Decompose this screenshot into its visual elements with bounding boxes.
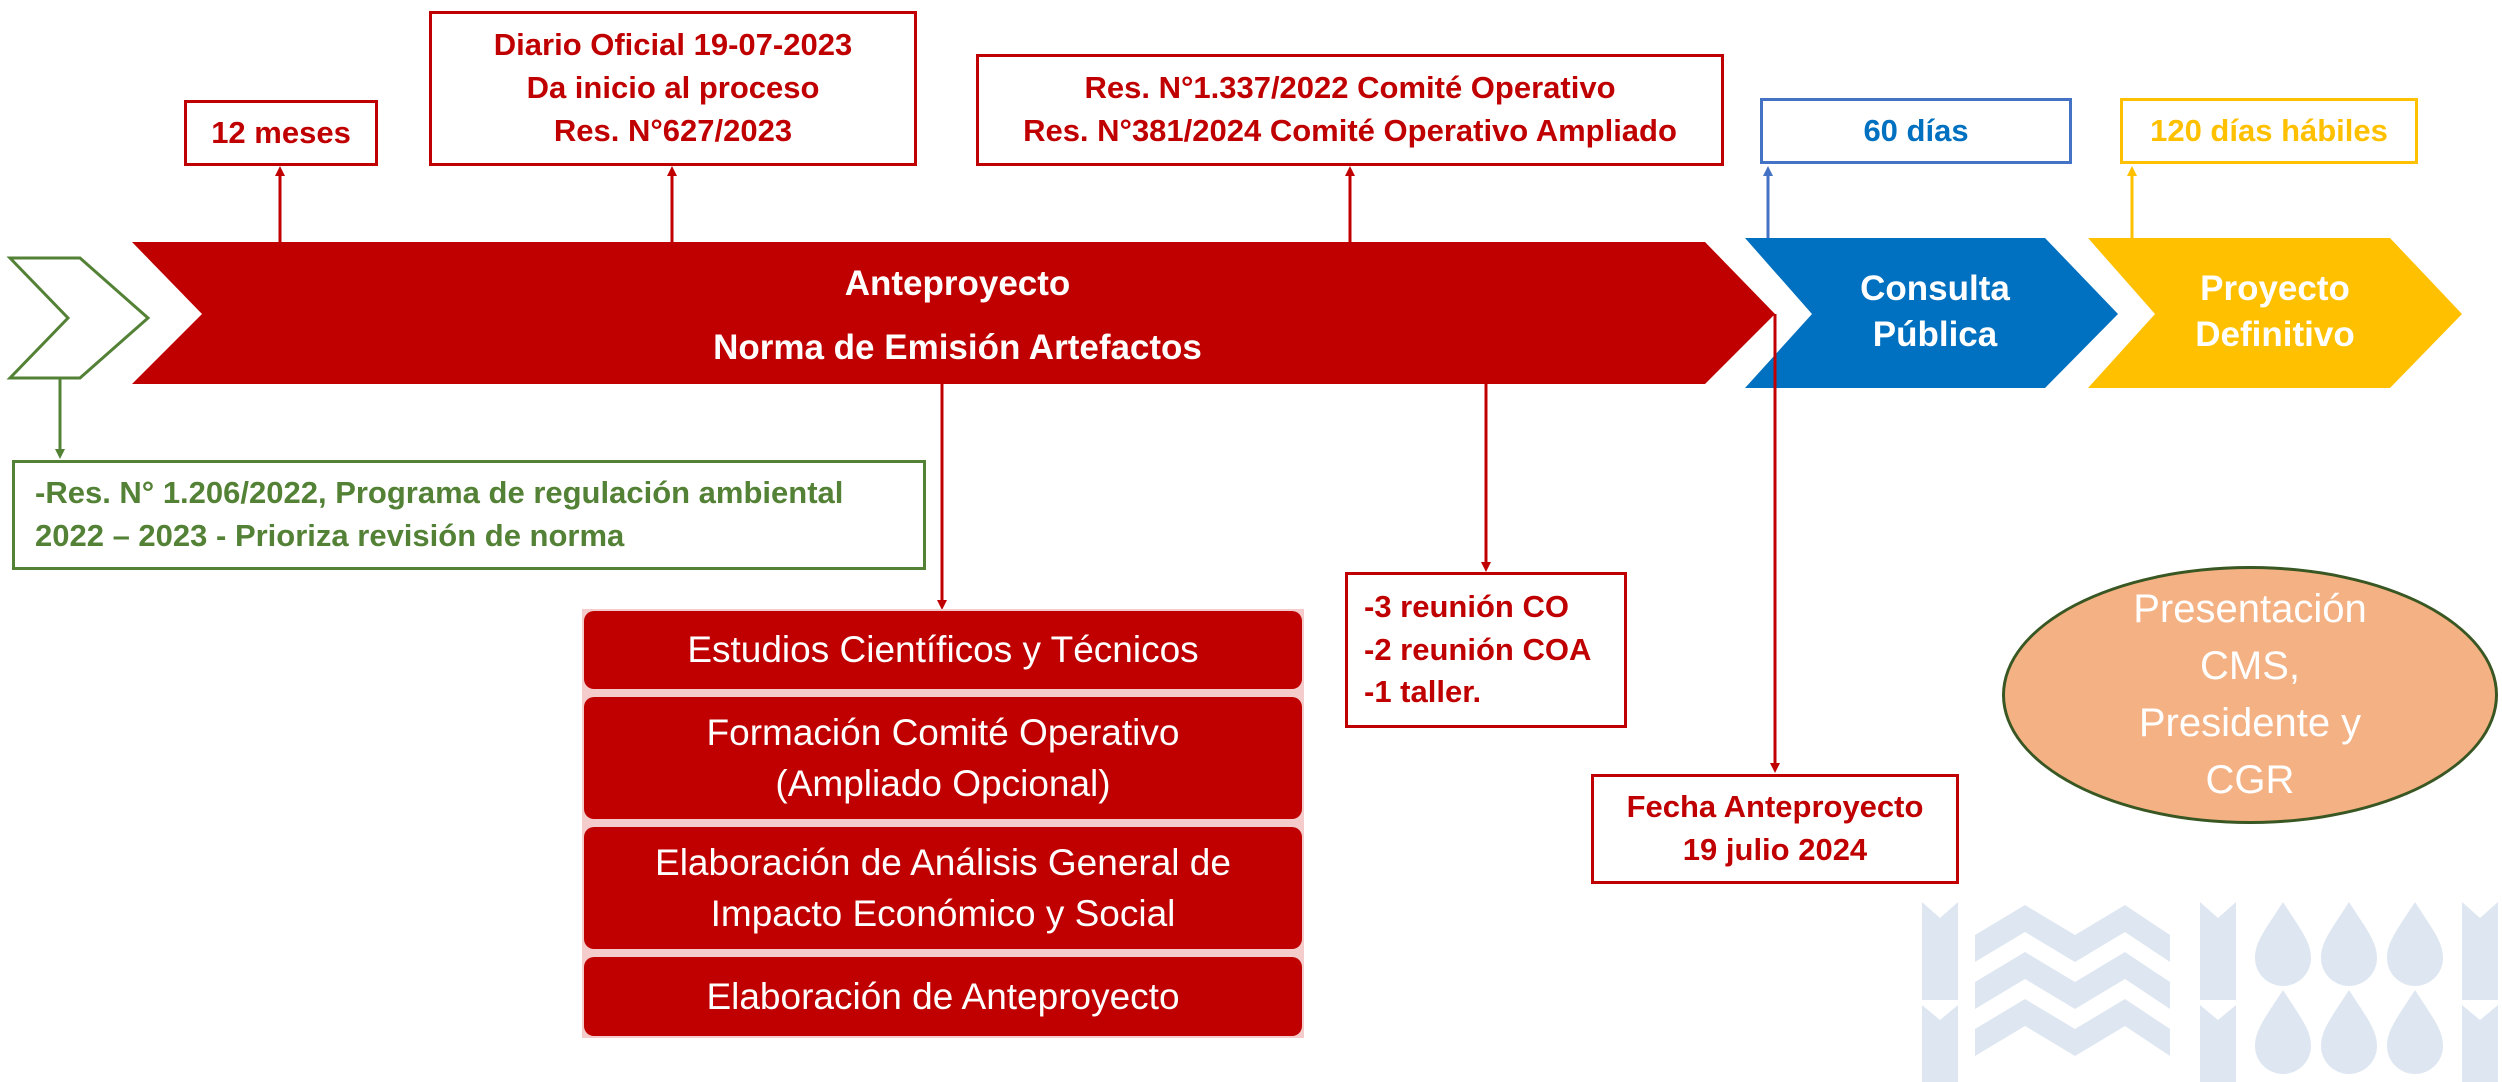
box-12-meses: 12 meses: [184, 100, 378, 166]
diario-line-1: Diario Oficial 19-07-2023: [493, 27, 853, 63]
presentacion-line-3: Presidente y: [2138, 701, 2362, 745]
box-meetings: -3 reunión CO -2 reunión COA -1 taller.: [1345, 572, 1627, 728]
step-elaboracion: Elaboración de Anteproyecto: [584, 957, 1302, 1036]
presentacion-line-1: Presentación: [2133, 587, 2367, 632]
box-12-meses-text: 12 meses: [211, 114, 351, 150]
step-estudios: Estudios Científicos y Técnicos: [584, 611, 1302, 689]
program-line-1: -Res. N° 1.206/2022, Programa de regulac…: [35, 475, 844, 511]
step-formacion-line-1: Formación Comité Operativo: [706, 711, 1180, 753]
meetings-line-3: -1 taller.: [1364, 674, 1482, 710]
meetings-line-2: -2 reunión COA: [1364, 631, 1592, 667]
start-chevron: [6, 256, 151, 380]
step-analisis: Elaboración de Análisis General de Impac…: [584, 827, 1302, 949]
consulta-line-1: Consulta: [1860, 269, 2010, 308]
res-comite-line-2: Res. N°381/2024 Comité Operativo Ampliad…: [1023, 113, 1677, 148]
step-estudios-text: Estudios Científicos y Técnicos: [687, 629, 1199, 671]
step-elaboracion-text: Elaboración de Anteproyecto: [706, 975, 1180, 1017]
proyecto-arrow-shape: [2088, 238, 2462, 388]
fecha-line-1: Fecha Anteproyecto: [1626, 789, 1924, 825]
consulta-line-2: Pública: [1872, 315, 1998, 354]
main-arrow-label: Anteproyecto Norma de Emisión Artefactos: [590, 252, 1325, 380]
box-120-dias-text: 120 días hábiles: [2150, 112, 2388, 148]
presentacion-line-2: CMS,: [2200, 644, 2300, 689]
program-line-2: 2022 – 2023 - Prioriza revisión de norma: [35, 518, 625, 553]
box-program: -Res. N° 1.206/2022, Programa de regulac…: [12, 460, 926, 570]
presentacion-line-4: CGR: [2205, 757, 2295, 802]
diario-line-3: Res. N°627/2023: [553, 112, 793, 148]
presentacion-ellipse: Presentación CMS, Presidente y CGR: [2002, 566, 2498, 824]
fecha-line-2: 19 julio 2024: [1682, 832, 1868, 867]
res-comite-line-1: Res. N°1.337/2022 Comité Operativo: [1084, 70, 1616, 106]
diario-line-2: Da inicio al proceso: [526, 70, 820, 106]
box-60-dias-text: 60 días: [1863, 112, 1969, 148]
proyecto-line-1: Proyecto: [2200, 269, 2350, 308]
meetings-line-1: -3 reunión CO: [1364, 588, 1569, 624]
step-analisis-line-1: Elaboración de Análisis General de: [655, 841, 1231, 883]
step-analisis-line-2: Impacto Económico y Social: [710, 893, 1176, 934]
consulta-arrow-shape: [1745, 238, 2118, 388]
main-arrow-line-2: Norma de Emisión Artefactos: [713, 328, 1202, 367]
main-arrow-line-1: Anteproyecto: [844, 264, 1071, 303]
logo-watermark: [1922, 902, 2498, 1082]
box-diario-oficial: Diario Oficial 19-07-2023 Da inicio al p…: [429, 11, 917, 166]
box-60-dias: 60 días: [1760, 98, 2072, 164]
proyecto-line-2: Definitivo: [2195, 315, 2355, 354]
box-fecha-anteproyecto: Fecha Anteproyecto 19 julio 2024: [1591, 774, 1959, 884]
step-formacion-comite: Formación Comité Operativo (Ampliado Opc…: [584, 697, 1302, 819]
main-arrow-shape: [132, 242, 1775, 384]
box-120-dias: 120 días hábiles: [2120, 98, 2418, 164]
proyecto-label: Proyecto Definitivo: [2140, 266, 2410, 358]
consulta-label: Consulta Pública: [1800, 266, 2070, 358]
step-formacion-line-2: (Ampliado Opcional): [775, 763, 1111, 804]
box-res-comite: Res. N°1.337/2022 Comité Operativo Res. …: [976, 54, 1724, 166]
